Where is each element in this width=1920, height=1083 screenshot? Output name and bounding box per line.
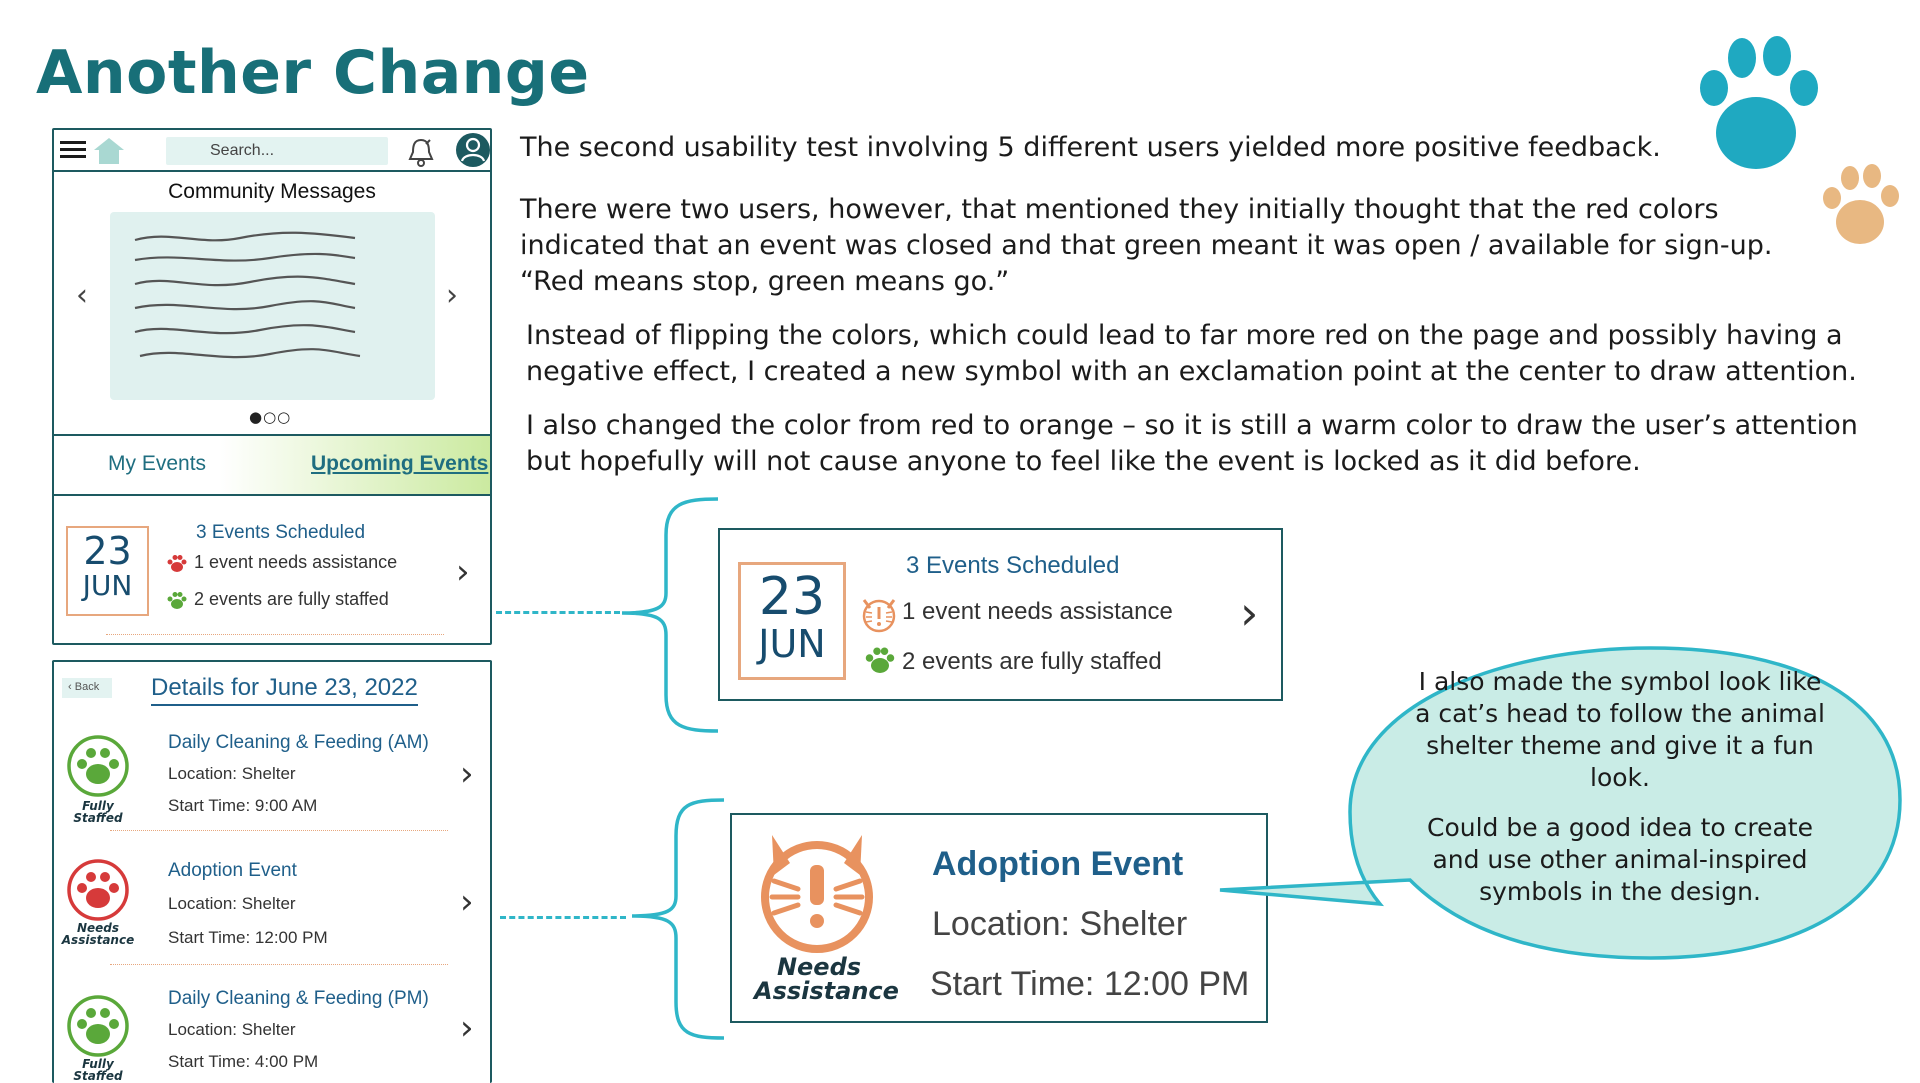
events-scheduled-label: 3 Events Scheduled bbox=[196, 522, 366, 543]
home-icon[interactable] bbox=[92, 136, 126, 166]
event-name[interactable]: Adoption Event bbox=[168, 860, 297, 881]
bubble-line: Could be a good idea to create bbox=[1427, 813, 1813, 842]
chevron-left-icon: ‹ bbox=[68, 681, 75, 693]
menu-icon[interactable] bbox=[60, 138, 86, 162]
event-location: Location: Shelter bbox=[168, 894, 296, 913]
paw-icon-green bbox=[865, 647, 895, 673]
event-location: Location: Shelter bbox=[168, 1020, 296, 1039]
bubble-line: look. bbox=[1590, 763, 1650, 792]
cat-alert-icon-small bbox=[862, 599, 896, 633]
community-messages-carousel[interactable] bbox=[110, 212, 435, 400]
fully-staffed-line: 2 events are fully staffed bbox=[194, 589, 389, 609]
divider bbox=[110, 964, 448, 965]
back-button[interactable]: ‹ Back bbox=[62, 678, 112, 698]
fully-staffed-badge: Fully Staffed bbox=[73, 1057, 123, 1083]
community-messages-title: Community Messages bbox=[168, 180, 376, 203]
divider bbox=[110, 830, 448, 831]
bubble-line: and use other animal-inspired bbox=[1432, 845, 1808, 874]
event-start-time: Start Time: 4:00 PM bbox=[168, 1052, 319, 1071]
events-tabs: My Events Upcoming Events bbox=[54, 434, 490, 496]
carousel-next-chevron-right-icon[interactable]: › bbox=[446, 278, 458, 313]
needs-assistance-line: 1 event needs assistance bbox=[902, 598, 1173, 625]
fully-staffed-badge: Fully Staffed bbox=[73, 799, 123, 825]
connector-dashed-line bbox=[496, 611, 620, 614]
paw-icon-small bbox=[1823, 164, 1899, 244]
bubble-line: I also made the symbol look like bbox=[1418, 667, 1822, 696]
chevron-right-icon[interactable]: › bbox=[1240, 586, 1259, 640]
events-scheduled-label: 3 Events Scheduled bbox=[906, 552, 1120, 579]
date-day: 23 bbox=[758, 567, 826, 627]
paragraph-4-line-1: I also changed the color from red to ora… bbox=[526, 410, 1858, 441]
paragraph-2-line-3: “Red means stop, green means go.” bbox=[520, 266, 1010, 297]
badge-line-1: Needs bbox=[776, 953, 862, 981]
paragraph-2-line-2: indicated that an event was closed and t… bbox=[520, 230, 1773, 261]
chevron-right-icon[interactable]: › bbox=[460, 1008, 474, 1048]
bubble-line: shelter theme and give it a fun bbox=[1426, 731, 1814, 760]
cat-alert-icon bbox=[761, 835, 873, 953]
date-month: JUN bbox=[82, 569, 133, 602]
phone-mockup-home: Search... Community Messages ‹ › ●○○ My … bbox=[52, 128, 492, 645]
speech-bubble bbox=[1219, 646, 1902, 960]
back-label: Back bbox=[74, 681, 100, 693]
paw-icon-green bbox=[167, 592, 187, 609]
event-start-time: Start Time: 12:00 PM bbox=[930, 965, 1250, 1003]
date-day: 23 bbox=[83, 529, 132, 573]
user-icon[interactable] bbox=[454, 131, 492, 169]
event-location: Location: Shelter bbox=[932, 905, 1188, 943]
callout-events-summary: 23 JUN 3 Events Scheduled 1 event needs … bbox=[718, 528, 1283, 701]
details-title: Details for June 23, 2022 bbox=[151, 674, 418, 706]
paw-icon-fully-staffed bbox=[67, 735, 129, 797]
event-start-time: Start Time: 9:00 AM bbox=[168, 796, 318, 815]
carousel-prev-chevron-left-icon[interactable]: ‹ bbox=[76, 278, 88, 313]
message-placeholder-scribble bbox=[134, 231, 361, 359]
paw-icon-red bbox=[167, 555, 187, 572]
tab-upcoming-events[interactable]: Upcoming Events bbox=[311, 452, 489, 475]
event-location: Location: Shelter bbox=[168, 764, 296, 783]
badge-line-1: Needs bbox=[76, 921, 120, 935]
needs-assistance-badge: Needs Assistance bbox=[754, 953, 899, 1005]
badge-line-2: Assistance bbox=[61, 933, 135, 947]
brace-top bbox=[621, 497, 719, 733]
event-start-time: Start Time: 12:00 PM bbox=[168, 928, 328, 947]
carousel-dots[interactable]: ●○○ bbox=[249, 408, 292, 426]
search-input[interactable]: Search... bbox=[166, 137, 388, 165]
chevron-right-icon[interactable]: › bbox=[456, 552, 470, 592]
needs-assistance-badge: Needs Assistance bbox=[58, 922, 138, 946]
date-tile: 23 JUN bbox=[66, 526, 149, 616]
needs-assistance-line: 1 event needs assistance bbox=[194, 552, 398, 572]
event-name[interactable]: Daily Cleaning & Feeding (PM) bbox=[168, 988, 429, 1009]
bubble-text-2: Could be a good idea to create and use o… bbox=[1400, 812, 1840, 908]
app-header: Search... bbox=[54, 130, 490, 172]
slide-title: Another Change bbox=[36, 38, 590, 108]
chevron-right-icon[interactable]: › bbox=[460, 882, 474, 922]
bubble-line: a cat’s head to follow the animal bbox=[1415, 699, 1825, 728]
phone-mockup-details: ‹ Back Details for June 23, 2022 Fully S… bbox=[52, 660, 492, 1083]
date-tile: 23 JUN bbox=[738, 562, 846, 680]
date-month: JUN bbox=[758, 622, 826, 666]
divider bbox=[106, 634, 444, 635]
event-name[interactable]: Adoption Event bbox=[932, 845, 1184, 883]
paw-icon-needs-assistance bbox=[67, 859, 129, 921]
badge-line-2: Assistance bbox=[754, 977, 899, 1005]
connector-dashed-line bbox=[500, 916, 626, 919]
tab-my-events[interactable]: My Events bbox=[108, 452, 207, 475]
bell-icon[interactable] bbox=[406, 136, 436, 168]
bubble-line: symbols in the design. bbox=[1479, 877, 1761, 906]
paragraph-1: The second usability test involving 5 di… bbox=[520, 132, 1661, 163]
event-name[interactable]: Daily Cleaning & Feeding (AM) bbox=[168, 732, 429, 753]
paragraph-2-line-1: There were two users, however, that ment… bbox=[520, 194, 1719, 225]
bubble-text-1: I also made the symbol look like a cat’s… bbox=[1400, 666, 1840, 794]
brace-bottom bbox=[631, 798, 725, 1040]
paragraph-3-line-1: Instead of flipping the colors, which co… bbox=[526, 320, 1843, 351]
paw-icon-large bbox=[1700, 36, 1818, 169]
paragraph-4-line-2: but hopefully will not cause anyone to f… bbox=[526, 446, 1641, 477]
chevron-right-icon[interactable]: › bbox=[460, 754, 474, 794]
paragraph-3-line-2: negative effect, I created a new symbol … bbox=[526, 356, 1857, 387]
fully-staffed-line: 2 events are fully staffed bbox=[902, 648, 1162, 675]
paw-icon-fully-staffed bbox=[67, 995, 129, 1057]
callout-adoption-event: Needs Assistance Adoption Event Location… bbox=[730, 813, 1268, 1023]
